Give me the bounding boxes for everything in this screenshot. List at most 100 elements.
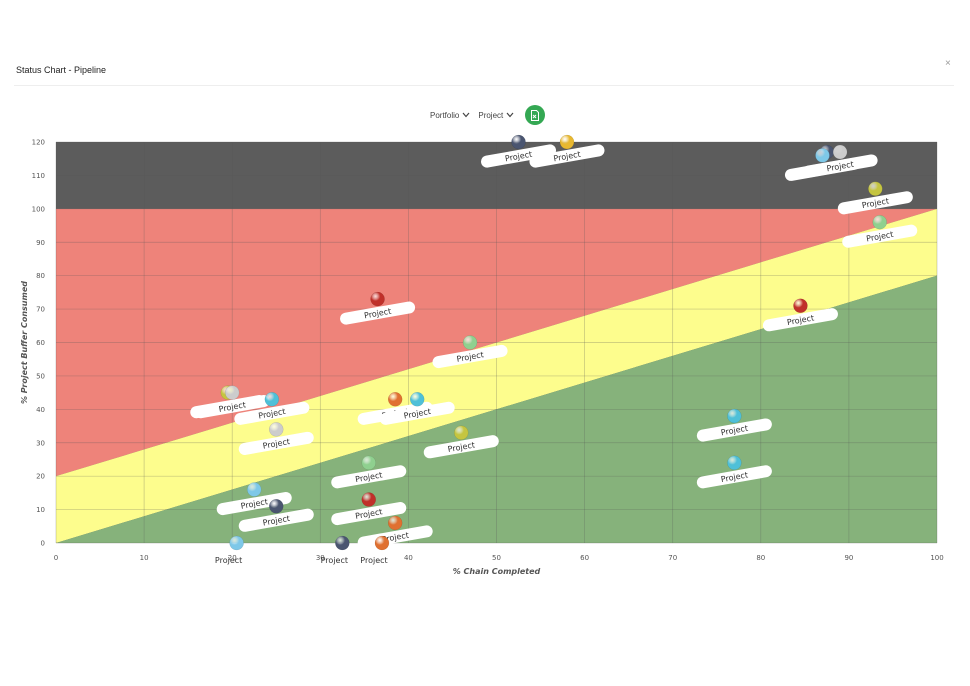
data-point[interactable]: Project	[330, 455, 407, 490]
data-point-label-bg	[481, 144, 557, 168]
data-point-label-tag: Project	[194, 395, 270, 419]
data-point[interactable]: Project	[216, 482, 293, 517]
data-point-marker[interactable]	[727, 408, 742, 424]
data-point-marker[interactable]	[361, 492, 377, 507]
data-point[interactable]: Project	[194, 385, 271, 420]
data-point-marker[interactable]	[224, 385, 240, 400]
data-point-marker[interactable]	[374, 535, 390, 551]
data-point-marker[interactable]	[462, 335, 478, 350]
data-point-marker[interactable]	[511, 134, 526, 150]
data-point-label-tag: Project	[696, 465, 772, 489]
data-point-label-bg	[238, 508, 314, 532]
y-tick-label: 30	[36, 439, 45, 447]
data-point[interactable]: Project	[696, 408, 773, 443]
y-axis-title: % Project Buffer Consumed	[20, 281, 29, 404]
data-point[interactable]: Project	[379, 392, 456, 426]
x-tick-label: 40	[404, 554, 413, 562]
excel-export-button[interactable]	[525, 105, 546, 125]
dialog-header: Status Chart - Pipeline ×	[0, 0, 970, 88]
data-point-label: Project	[321, 556, 348, 565]
data-point[interactable]: Project	[432, 335, 509, 370]
data-point-marker[interactable]	[387, 515, 403, 531]
data-point-marker[interactable]	[370, 291, 385, 307]
data-point-marker[interactable]	[815, 148, 830, 163]
data-point-label-bg	[216, 491, 292, 516]
header-divider	[14, 85, 954, 86]
data-point-marker[interactable]	[872, 214, 887, 230]
data-point[interactable]: Project	[802, 144, 879, 179]
data-point-label-bg	[842, 224, 918, 248]
chart-toolbar: Portfolio Project	[430, 104, 546, 126]
data-point-marker[interactable]	[264, 392, 280, 407]
close-icon[interactable]: ×	[945, 58, 951, 69]
chevron-down-icon	[506, 112, 514, 118]
data-point[interactable]: Project	[480, 134, 557, 169]
y-tick-label: 50	[36, 372, 45, 380]
y-tick-label: 60	[36, 339, 45, 347]
data-point-label-tag: Project	[238, 508, 314, 532]
data-point-marker[interactable]	[335, 535, 350, 551]
project-dropdown-label: Project	[478, 110, 504, 120]
data-point-marker[interactable]	[361, 455, 377, 471]
data-point-label-tag: Project	[238, 431, 314, 455]
data-point[interactable]: Project	[238, 498, 315, 533]
data-point-label: Project	[360, 556, 387, 565]
data-point[interactable]: Project	[238, 422, 315, 456]
data-point[interactable]: Project	[762, 298, 839, 333]
data-point[interactable]: Project	[321, 535, 350, 565]
data-point[interactable]: Project	[330, 492, 407, 527]
data-point-marker[interactable]	[409, 392, 425, 407]
data-point[interactable]: Project	[360, 535, 390, 565]
chevron-down-icon	[462, 112, 470, 118]
data-point-marker[interactable]	[727, 455, 742, 471]
data-point-label-bg	[238, 431, 314, 455]
x-tick-label: 100	[930, 554, 943, 562]
data-point-marker[interactable]	[832, 144, 848, 160]
data-point-label-tag: Project	[837, 191, 913, 215]
data-point-marker[interactable]	[793, 298, 808, 313]
data-point-label-tag: Project	[340, 301, 416, 325]
y-tick-label: 10	[36, 506, 45, 514]
data-point-label-bg	[194, 395, 270, 419]
data-point-label-tag: Project	[432, 344, 508, 369]
x-tick-label: 80	[756, 554, 765, 562]
data-point-label-bg	[837, 191, 913, 215]
data-point-marker[interactable]	[229, 535, 244, 551]
data-point-label-tag: Project	[423, 435, 499, 459]
data-point-marker[interactable]	[269, 422, 284, 437]
data-point[interactable]: Project	[215, 535, 244, 565]
portfolio-dropdown-label: Portfolio	[430, 110, 460, 120]
data-point-label-bg	[696, 465, 772, 489]
y-tick-label: 100	[32, 205, 45, 213]
data-point-marker[interactable]	[868, 181, 883, 197]
data-point-label-tag: Project	[842, 224, 918, 248]
data-point[interactable]: Project	[339, 291, 416, 326]
x-tick-label: 50	[492, 554, 501, 562]
data-point-marker[interactable]	[559, 134, 575, 150]
y-tick-label: 0	[41, 540, 45, 548]
data-point-label-tag: Project	[762, 308, 838, 332]
data-point-marker[interactable]	[246, 482, 262, 497]
data-point-label-bg	[423, 435, 499, 459]
data-point[interactable]: Project	[841, 214, 918, 249]
x-tick-label: 60	[580, 554, 589, 562]
data-point-label-tag: Project	[696, 418, 772, 442]
excel-export-icon	[531, 109, 540, 121]
data-point-label-tag: Project	[331, 502, 407, 526]
data-point[interactable]: Project	[837, 181, 914, 216]
data-point-marker[interactable]	[454, 425, 469, 440]
portfolio-dropdown[interactable]: Portfolio	[430, 111, 470, 120]
data-point-marker[interactable]	[387, 392, 403, 407]
data-point[interactable]: Project	[529, 134, 606, 169]
project-dropdown[interactable]: Project	[478, 111, 514, 120]
y-tick-label: 70	[36, 306, 45, 314]
zone-red	[56, 208, 937, 477]
x-tick-label: 0	[54, 554, 58, 562]
x-tick-label: 30	[316, 554, 325, 562]
data-point-marker[interactable]	[269, 498, 284, 514]
data-point[interactable]: Project	[696, 455, 773, 490]
data-point[interactable]: Project	[233, 392, 310, 426]
x-tick-label: 20	[228, 554, 237, 562]
data-point[interactable]: Project	[423, 425, 500, 460]
